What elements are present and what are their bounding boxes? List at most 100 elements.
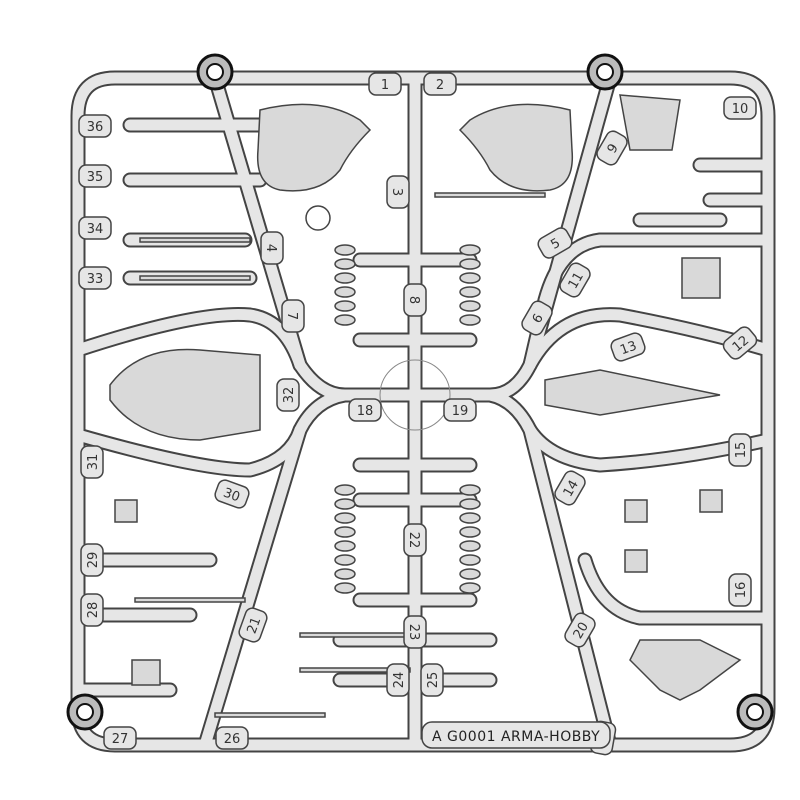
part-number-tag: 11	[559, 262, 591, 298]
part-number-label: 36	[87, 120, 104, 135]
sprue-ring-hole	[746, 703, 764, 721]
part-number-tag: 4	[260, 231, 284, 265]
radiator-fin	[459, 258, 481, 270]
part-tag-box	[554, 470, 586, 506]
radiator-fin	[459, 272, 481, 284]
part-tag-box	[596, 130, 628, 166]
runner	[72, 72, 774, 751]
runner	[199, 389, 351, 751]
part-tag-box	[443, 398, 477, 422]
seat-right	[458, 103, 574, 192]
part-tag-box	[276, 378, 300, 412]
radiator-fin	[334, 300, 356, 312]
radiator-fin	[334, 258, 356, 270]
part-number-label: 20	[571, 620, 592, 642]
part-number-tag: 23	[403, 615, 427, 649]
part-number-label: 34	[87, 222, 104, 237]
part-tag-box	[728, 573, 752, 607]
small-part	[114, 499, 138, 523]
radiator-fin	[334, 568, 356, 580]
part-number-label: 24	[392, 672, 407, 689]
part-number-tag: 19	[443, 398, 477, 422]
part-number-label: 22	[406, 532, 421, 549]
radiator-fin	[459, 314, 481, 326]
part-number-tag: 10	[723, 96, 757, 120]
runner	[72, 424, 306, 476]
radiator-fin	[334, 314, 356, 326]
part-number-tag: 24	[386, 663, 410, 697]
instrument-panel	[629, 639, 742, 701]
radiator-fin	[334, 498, 356, 510]
part-number-tag: 30	[214, 479, 250, 509]
part-number-label: 19	[452, 404, 469, 419]
radiator-fin	[459, 568, 481, 580]
undercarriage-frame	[544, 369, 721, 416]
part-number-tag: 32	[276, 378, 300, 412]
part-number-tag: 29	[80, 543, 104, 577]
part-tag-box	[386, 175, 410, 209]
part-number-tag: 34	[78, 216, 112, 240]
sprue-ring-hole	[206, 63, 224, 81]
part-number-tag: 33	[78, 266, 112, 290]
part-tag-box	[80, 593, 104, 627]
part-tag-box	[722, 326, 758, 360]
part-number-label: 15	[734, 442, 749, 459]
radiator-fin	[334, 540, 356, 552]
radiator-fin	[459, 300, 481, 312]
bracket-part	[619, 94, 681, 151]
part-tag-box	[403, 283, 427, 317]
maker-label: A G0001 ARMA-HOBBY	[432, 729, 600, 745]
radiator-fin	[459, 512, 481, 524]
radiator-fin	[334, 286, 356, 298]
part-tag-box	[214, 479, 250, 509]
part-number-label: 11	[566, 270, 587, 292]
radiator-fin	[459, 498, 481, 510]
part-tag-box	[281, 299, 305, 333]
part-tag-box	[78, 266, 112, 290]
part-number-tag: 6	[521, 300, 553, 336]
part-tag-box	[80, 445, 104, 479]
part-number-tag: 31	[80, 445, 104, 479]
part-number-label: 16	[734, 582, 749, 599]
part-tag-box	[103, 726, 137, 750]
radiator-fin	[459, 286, 481, 298]
cockpit-floor	[109, 348, 261, 441]
part-number-label: 26	[224, 732, 241, 747]
part-tag-box	[423, 72, 457, 96]
part-number-label: 2	[436, 78, 444, 93]
part-tag-box	[260, 231, 284, 265]
part-number-tag: 3	[386, 175, 410, 209]
part-number-tag: 7	[281, 299, 305, 333]
part-number-label: 3	[389, 188, 404, 196]
radiator-fin	[334, 512, 356, 524]
part-number-tag: 15	[728, 433, 752, 467]
part-number-tag: 16	[728, 573, 752, 607]
part-number-label: 33	[87, 272, 104, 287]
part-number-tag: 35	[78, 164, 112, 188]
part-number-label: 18	[357, 404, 374, 419]
rod-part	[134, 597, 246, 603]
maker-tag: A G0001 ARMA-HOBBY	[421, 721, 611, 749]
radiator-fin	[459, 540, 481, 552]
radiator-fin	[459, 526, 481, 538]
part-tag-box	[80, 543, 104, 577]
part-number-tag: 12	[722, 326, 758, 360]
part-tag-box	[78, 216, 112, 240]
center-gate-circle	[379, 359, 451, 431]
part-number-tag: 25	[420, 663, 444, 697]
part-number-label: 21	[245, 615, 265, 636]
part-number-tag: 14	[554, 470, 586, 506]
radiator-fin	[334, 582, 356, 594]
part-tag-box	[348, 398, 382, 422]
part-number-label: 1	[381, 78, 389, 93]
radiator-fin	[334, 244, 356, 256]
part-number-label: 28	[86, 602, 101, 619]
part-tag-box	[238, 607, 268, 643]
part-tag-box	[78, 164, 112, 188]
part-number-tag: 13	[610, 332, 646, 362]
radiator-fin	[459, 244, 481, 256]
part-number-tags: 1234567891011121314151617181920212223242…	[78, 72, 758, 756]
part-tag-box	[559, 262, 591, 298]
part-tag-box	[723, 96, 757, 120]
